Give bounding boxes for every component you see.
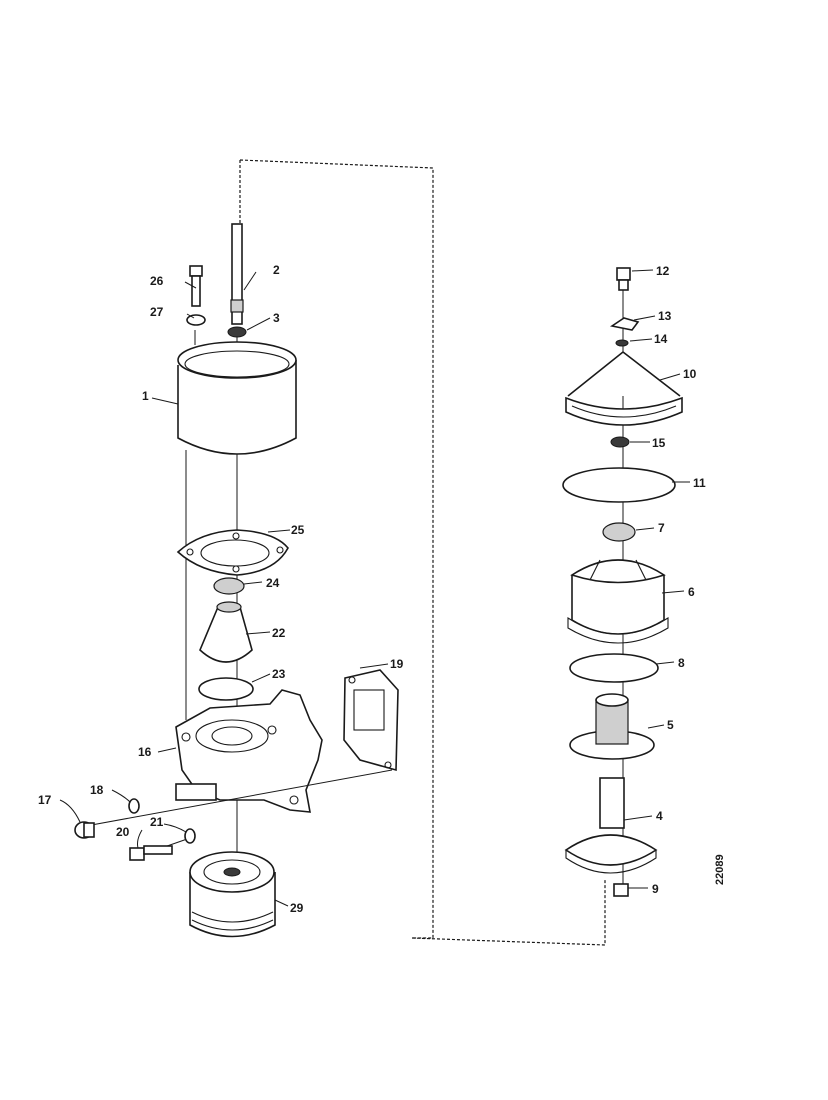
part-16-filter-head — [175, 689, 323, 813]
callout-11: 11 — [693, 476, 706, 490]
callout-24: 24 — [266, 576, 280, 590]
part-13-clip — [609, 317, 640, 331]
callout-15: 15 — [652, 436, 666, 450]
callout-3: 3 — [273, 311, 280, 325]
part-24-seal-ring — [213, 577, 245, 595]
callout-12: 12 — [656, 264, 670, 278]
callout-16: 16 — [138, 745, 152, 759]
assembly-connector-line — [239, 159, 606, 946]
part-22-cone-insert — [199, 601, 253, 663]
part-8-o-ring — [569, 653, 659, 683]
callout-27: 27 — [150, 305, 164, 319]
left-assembly — [74, 223, 399, 938]
part-19-gasket — [343, 669, 399, 772]
part-17-plug — [74, 821, 95, 839]
callout-4: 4 — [656, 809, 663, 823]
callout-2: 2 — [273, 263, 280, 277]
callout-29: 29 — [290, 901, 304, 915]
part-2-shaft — [230, 223, 244, 325]
callout-1: 1 — [142, 389, 149, 403]
part-26-bolt — [189, 265, 203, 307]
right-assembly — [562, 267, 683, 897]
part-11-o-ring — [562, 467, 676, 503]
callout-17: 17 — [38, 793, 52, 807]
part-14-washer — [615, 339, 629, 347]
leader-lines — [59, 269, 690, 907]
callout-23: 23 — [272, 667, 286, 681]
callout-22: 22 — [272, 626, 286, 640]
callout-9: 9 — [652, 882, 659, 896]
part-18-washer — [128, 798, 140, 814]
part-23-o-ring — [198, 677, 254, 701]
part-29-filter-cartridge — [189, 851, 276, 938]
part-5-rotor-core — [569, 693, 655, 760]
callout-6: 6 — [688, 585, 695, 599]
callout-5: 5 — [667, 718, 674, 732]
part-1-canister — [177, 341, 297, 455]
callouts: 1 2 3 26 27 25 24 22 23 19 16 18 17 21 2… — [38, 263, 706, 915]
callout-20: 20 — [116, 825, 130, 839]
reference-number: 22089 — [714, 854, 726, 885]
part-25-gasket — [176, 529, 289, 576]
callout-8: 8 — [678, 656, 685, 670]
callout-21: 21 — [150, 815, 164, 829]
callout-19: 19 — [390, 657, 404, 671]
part-20-bolt — [129, 845, 173, 861]
callout-14: 14 — [654, 332, 668, 346]
part-10-cover — [565, 350, 683, 426]
callout-10: 10 — [683, 367, 697, 381]
part-9-nut — [613, 883, 629, 897]
callout-13: 13 — [658, 309, 672, 323]
part-6-rotor-bowl — [567, 559, 669, 644]
part-27-washer — [186, 314, 206, 326]
callout-26: 26 — [150, 274, 164, 288]
callout-25: 25 — [291, 523, 305, 537]
part-3-washer — [227, 326, 247, 338]
part-21-washer — [184, 828, 196, 844]
part-12-cap-nut — [616, 267, 631, 291]
part-7-bushing — [602, 522, 636, 542]
part-4-spindle-base — [564, 777, 658, 874]
callout-18: 18 — [90, 783, 104, 797]
callout-7: 7 — [658, 521, 665, 535]
part-15-washer — [610, 436, 630, 448]
